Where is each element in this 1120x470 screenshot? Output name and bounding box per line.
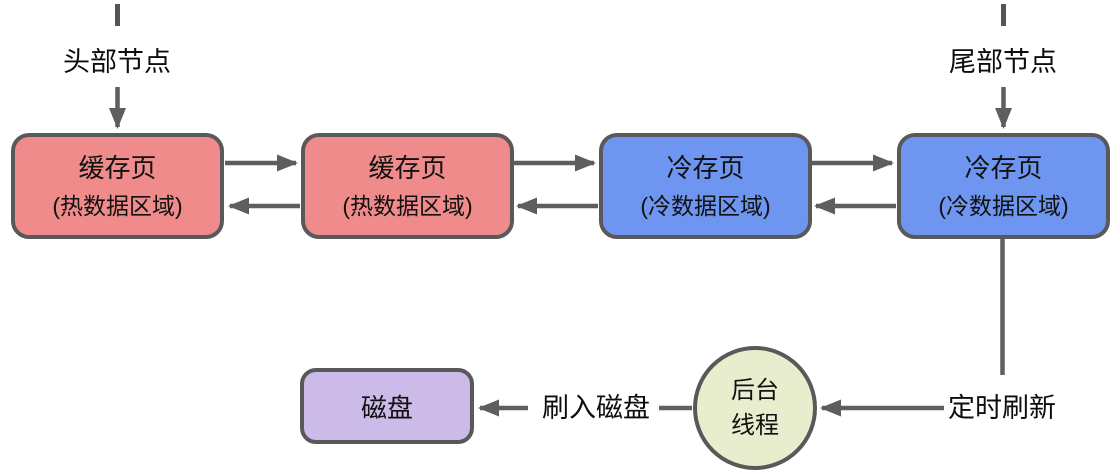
disk-label: 磁盘: [360, 392, 413, 423]
head-node-label: 头部节点: [63, 47, 171, 77]
disk-node: 磁盘: [300, 368, 474, 444]
hot-page-1-title: 缓存页: [78, 153, 157, 183]
cold-page-node-2: 冷存页 (冷数据区域): [897, 133, 1110, 239]
cold-page-1-title: 冷存页: [666, 153, 745, 183]
cold-page-2-title: 冷存页: [964, 153, 1043, 183]
flush-to-disk-label: 刷入磁盘: [542, 393, 650, 423]
cold-page-1-subtitle: (冷数据区域): [640, 193, 771, 219]
scheduled-refresh-label: 定时刷新: [948, 393, 1056, 423]
cold-page-2-subtitle: (冷数据区域): [938, 193, 1069, 219]
tail-node-label: 尾部节点: [949, 47, 1057, 77]
hot-page-node-2: 缓存页 (热数据区域): [301, 133, 514, 239]
hot-page-2-title: 缓存页: [368, 153, 447, 183]
thread-label-line2: 线程: [731, 412, 779, 439]
cold-page-node-1: 冷存页 (冷数据区域): [599, 133, 812, 239]
thread-label-line1: 后台: [731, 377, 779, 404]
hot-page-1-subtitle: (热数据区域): [52, 193, 183, 219]
hot-page-node-1: 缓存页 (热数据区域): [11, 133, 224, 239]
background-thread-node: 后台 线程: [693, 346, 817, 470]
hot-page-2-subtitle: (热数据区域): [342, 193, 473, 219]
